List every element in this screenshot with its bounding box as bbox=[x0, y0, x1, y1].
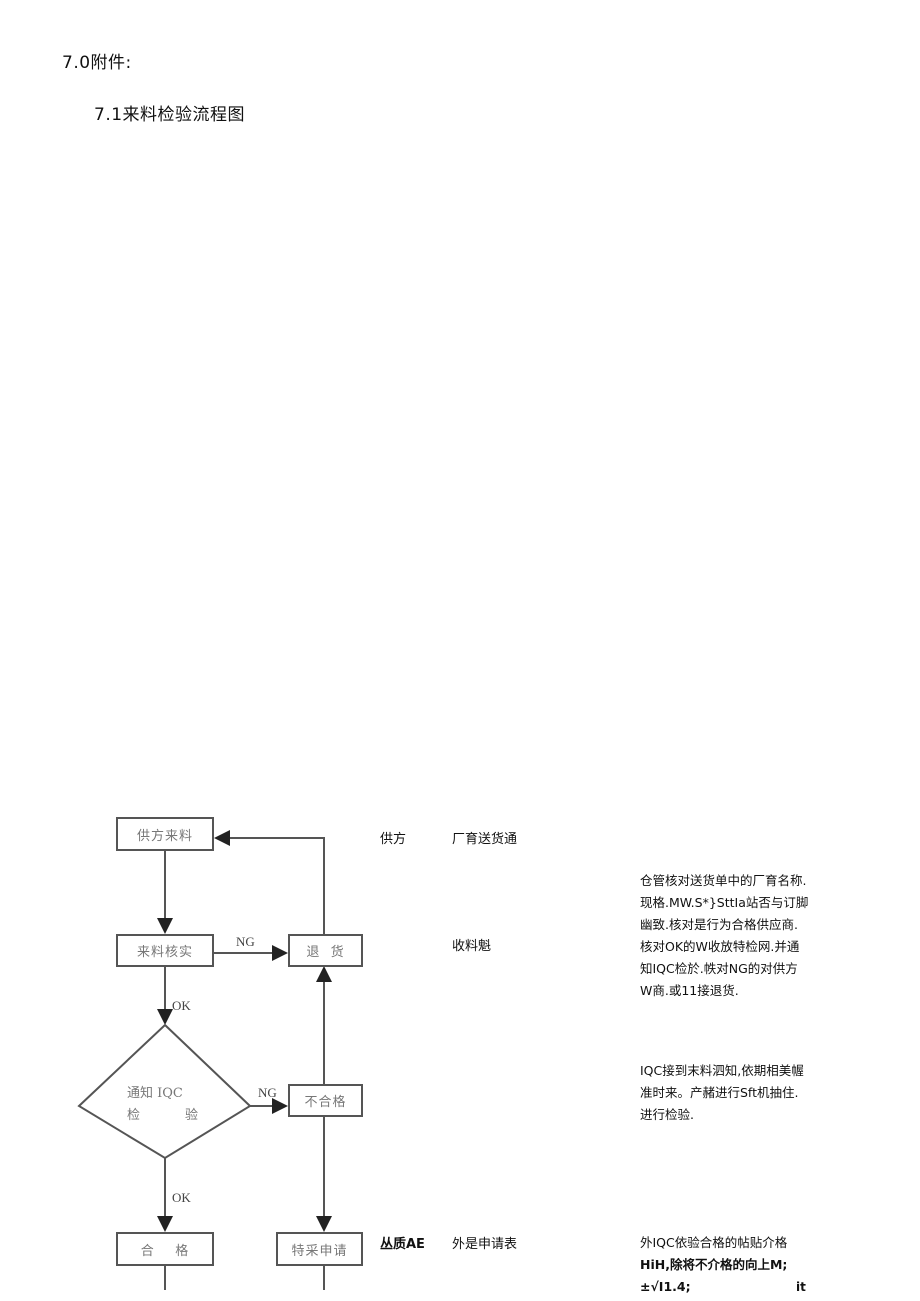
desc-line: ±√I1.4; bbox=[640, 1279, 691, 1294]
node-notify-iqc-line1: 通知 IQC bbox=[127, 1086, 183, 1101]
node-supplier-material: 供方来料 bbox=[116, 817, 214, 851]
desc-line: 现格.MW.S*}SttIa站否与订脚 bbox=[640, 895, 809, 910]
responsible-row1: 供方 bbox=[380, 832, 407, 847]
edge-label-iqc-ng: NG bbox=[258, 1085, 277, 1100]
node-special-request: 特采申请 bbox=[276, 1232, 363, 1266]
desc-line: 外IQC依验合格的帖贴介格 bbox=[640, 1235, 788, 1250]
node-notify-iqc-line2a: 检 bbox=[127, 1108, 141, 1123]
edge-label-iqc-ok: OK bbox=[172, 1190, 191, 1205]
description-row3: IQC接到末料泗知,依期相美幄 准时来。产赭进行Sft机抽住. 进行检验. bbox=[640, 1060, 825, 1126]
subsection-heading: 7.1来料检验流程图 bbox=[94, 105, 246, 125]
description-row2: 仓管核对送货单中的厂育名称. 现格.MW.S*}SttIa站否与订脚 幽致.核对… bbox=[640, 870, 825, 1002]
desc-line: W商.或11接退货. bbox=[640, 983, 739, 998]
desc-line: 进行检验. bbox=[640, 1107, 694, 1122]
desc-line: 准时来。产赭进行Sft机抽住. bbox=[640, 1085, 799, 1100]
description-row4-trailing: it bbox=[796, 1280, 806, 1294]
edge-label-verify-ok: OK bbox=[172, 998, 191, 1013]
desc-line: 仓管核对送货单中的厂育名称. bbox=[640, 873, 807, 888]
node-return-goods: 退 货 bbox=[288, 934, 363, 967]
desc-line: 知IQC检於.帙对NG的对供方 bbox=[640, 961, 798, 976]
desc-line: IQC接到末料泗知,依期相美幄 bbox=[640, 1063, 804, 1078]
node-notify-iqc-line2b: 验 bbox=[185, 1108, 199, 1123]
node-nonconforming: 不合格 bbox=[288, 1084, 363, 1117]
document-row1: 厂育送货通 bbox=[452, 832, 518, 847]
edge-label-verify-ng: NG bbox=[236, 934, 255, 949]
responsible-row4: 丛质AE bbox=[380, 1237, 425, 1252]
description-row4: 外IQC依验合格的帖贴介格 HiH,除将不介格的向上M; ±√I1.4; bbox=[640, 1232, 825, 1298]
node-material-verify: 来料核实 bbox=[116, 934, 214, 967]
node-pass: 合 格 bbox=[116, 1232, 214, 1266]
document-row4: 外是申请表 bbox=[452, 1237, 518, 1252]
desc-line: HiH,除将不介格的向上M; bbox=[640, 1257, 788, 1272]
desc-line: 核对OK的W收放特检网.并通 bbox=[640, 939, 800, 954]
desc-line: 幽致.核对是行为合格供应商. bbox=[640, 917, 798, 932]
document-row2: 收料魁 bbox=[452, 939, 492, 954]
section-heading: 7.0附件: bbox=[62, 53, 132, 73]
